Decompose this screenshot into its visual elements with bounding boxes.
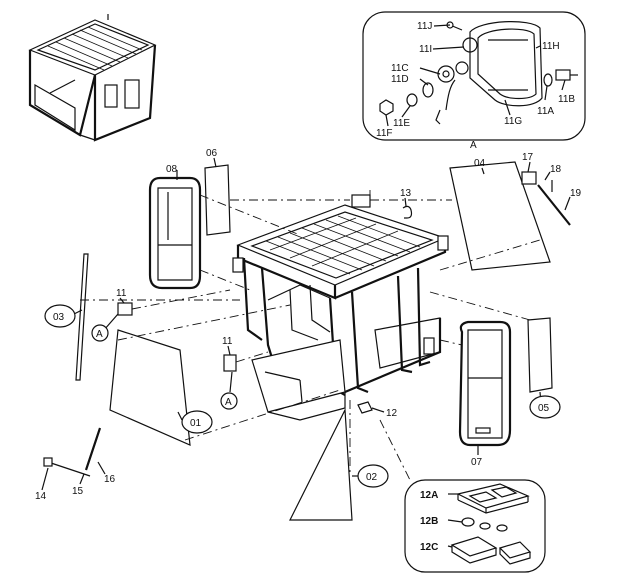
callout-17: 17: [522, 152, 534, 163]
callout-11g: 11G: [504, 116, 522, 127]
callout-11-center: 11: [222, 336, 233, 347]
callout-05: 05: [538, 403, 550, 414]
callout-circle-05: [529, 395, 561, 419]
callout-11i: 11I: [419, 44, 432, 55]
callout-16: 16: [104, 474, 116, 485]
detail-12-box: [404, 479, 546, 573]
callout-11j: 11J: [417, 21, 432, 32]
part-06-glass: [204, 164, 231, 236]
part-08-window-frame: [148, 176, 202, 290]
ref-a-1: A: [96, 329, 103, 340]
part-17-19-wiper: [521, 171, 571, 226]
part-13-hook: [402, 205, 413, 219]
callout-15: 15: [72, 486, 84, 497]
callout-12a: 12A: [420, 490, 438, 501]
part-12-step: [357, 401, 373, 414]
part-02-glass: [289, 407, 353, 521]
callout-08: 08: [166, 164, 178, 175]
detail-a-box: [362, 11, 586, 141]
callout-11e: 11E: [393, 118, 410, 129]
callout-19: 19: [570, 188, 582, 199]
callout-14: 14: [35, 491, 47, 502]
part-05-glass: [527, 317, 553, 393]
part-11-mirror-left: [117, 302, 133, 316]
part-04-glass: [449, 161, 551, 271]
callout-11c: 11C: [391, 63, 409, 74]
callout-04: 04: [474, 158, 486, 169]
cab-thumbnail: [28, 14, 157, 142]
callout-12b: 12B: [420, 516, 438, 527]
callout-circle-03: [44, 304, 76, 328]
part-03-strip: [75, 253, 89, 381]
callout-11d: 11D: [391, 74, 409, 85]
ref-circle-a1: [91, 324, 109, 342]
callout-11h: 11H: [542, 41, 560, 52]
callout-11b: 11B: [558, 94, 575, 105]
callout-02: 02: [366, 472, 378, 483]
callout-13: 13: [400, 188, 412, 199]
alignment-lines: [80, 190, 541, 481]
part-14-16-wiper: [43, 427, 102, 477]
callout-11-left: 11: [116, 288, 127, 299]
callout-11f: 11F: [376, 128, 393, 139]
callout-circle-02: [357, 464, 389, 488]
callout-circle-01: [181, 410, 213, 434]
part-07-door-frame: [458, 320, 512, 447]
callout-01: 01: [190, 418, 202, 429]
cab-frame: [232, 194, 449, 421]
ref-circle-a2: [220, 392, 238, 410]
ref-a-2: A: [225, 397, 232, 408]
part-01-glass: [109, 329, 191, 446]
part-11-mirror-center: [223, 354, 237, 372]
detail-a-label: A: [470, 140, 477, 151]
callout-03: 03: [53, 312, 65, 323]
callout-12: 12: [386, 408, 398, 419]
callout-18: 18: [550, 164, 562, 175]
callout-12c: 12C: [420, 542, 438, 553]
callout-07: 07: [471, 457, 483, 468]
callout-06: 06: [206, 148, 218, 159]
callout-11a: 11A: [537, 106, 554, 117]
